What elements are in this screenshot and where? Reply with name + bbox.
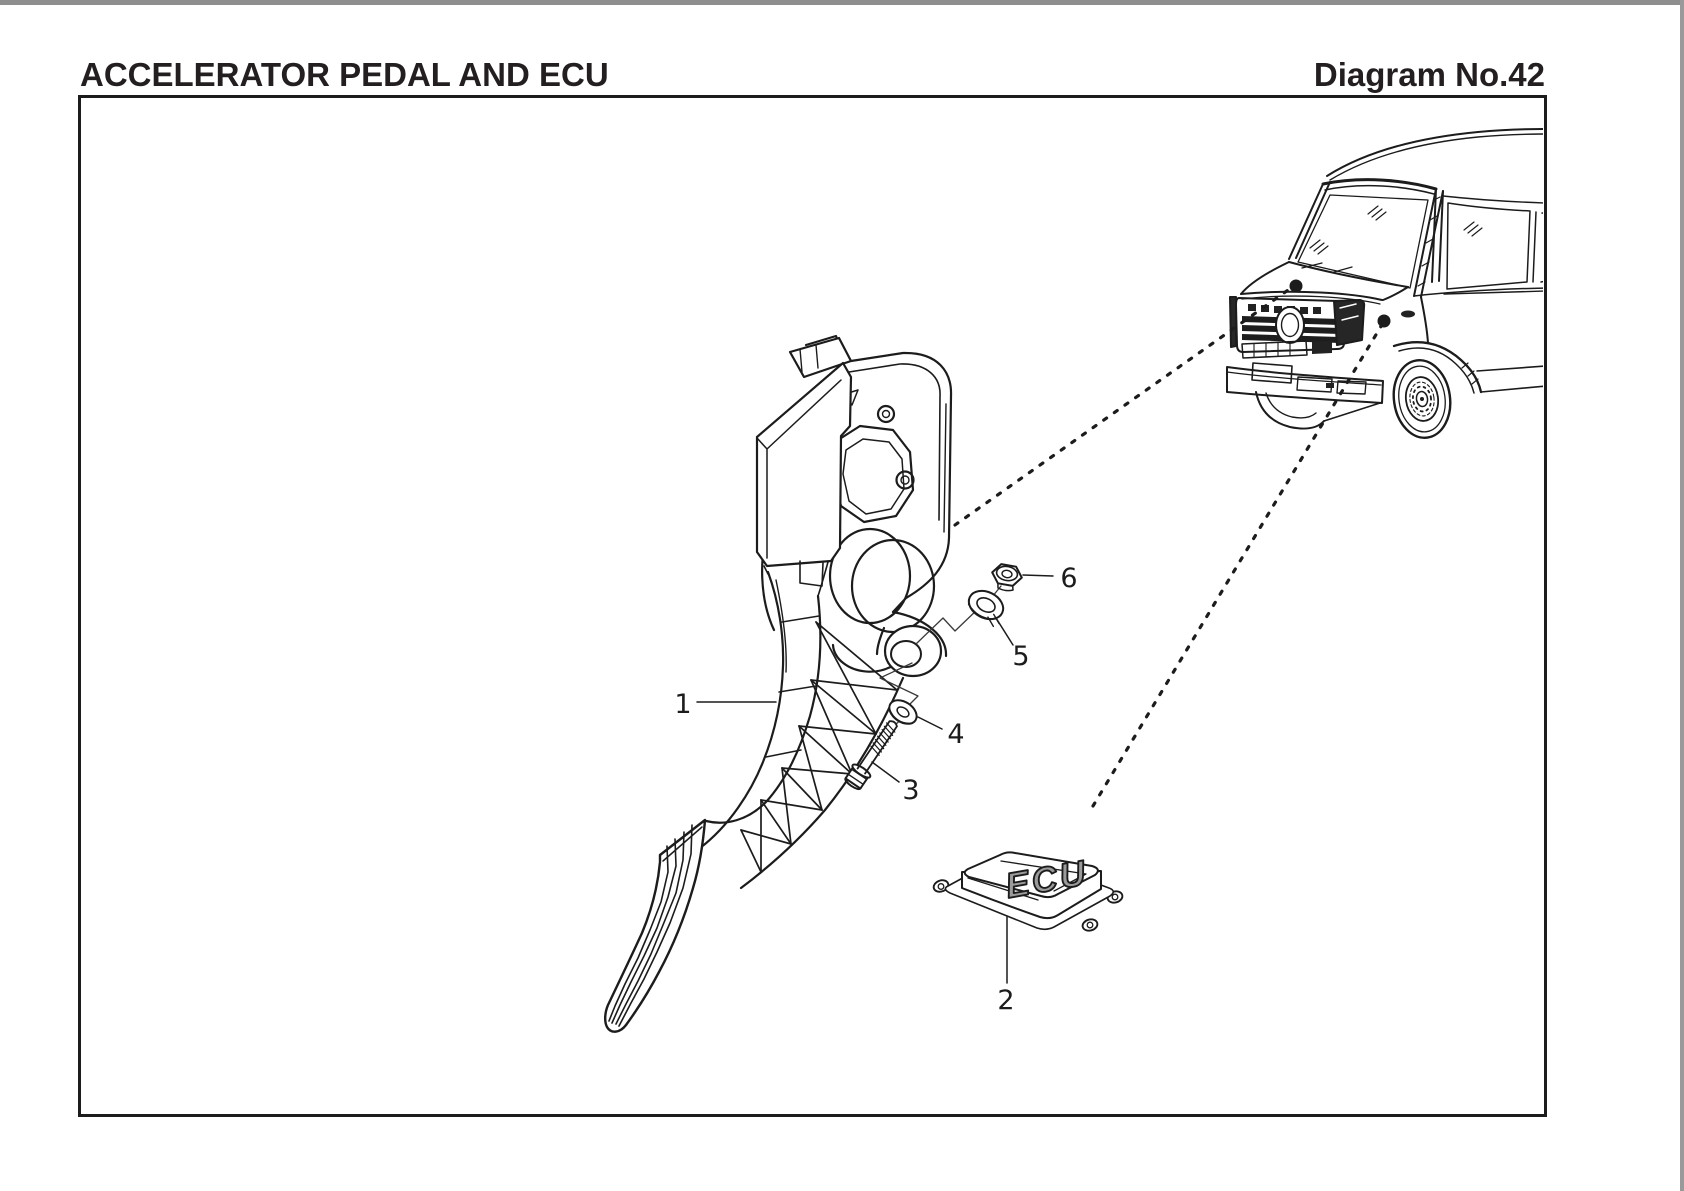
callout-2: 2	[997, 985, 1014, 1016]
callout-1: 1	[674, 689, 691, 720]
page-title: ACCELERATOR PEDAL AND ECU	[80, 56, 609, 93]
callout-4: 4	[947, 719, 964, 750]
pedal-pad-ribs	[608, 824, 693, 1027]
washer-drawing	[888, 699, 918, 725]
callout-6: 6	[1060, 563, 1077, 594]
diagram-number: Diagram No.42	[1313, 56, 1545, 93]
arm-truss	[740, 621, 898, 873]
pedal-locator-line	[953, 286, 1293, 527]
vehicle-drawing	[1226, 128, 1543, 440]
bolt-drawing	[844, 720, 898, 791]
pedal-location-dot	[1289, 279, 1303, 293]
top-edge-bar	[0, 0, 1684, 5]
fastener-drawings	[844, 563, 1023, 791]
callout-3: 3	[902, 775, 919, 806]
spring-washer-drawing	[967, 589, 1005, 628]
ecu-locator-line	[1091, 321, 1385, 808]
ecu-drawing: ECU	[932, 851, 1124, 932]
door-handle	[1401, 310, 1415, 318]
front-wheel	[1392, 358, 1452, 440]
callouts: 1 2 3 4 5 6	[674, 563, 1077, 1016]
right-edge-bar	[1680, 0, 1684, 1191]
callout-5: 5	[1012, 641, 1029, 672]
accelerator-pedal-drawing	[604, 334, 953, 1033]
nut-drawing	[991, 563, 1023, 592]
ecu-location-dot	[1377, 314, 1391, 328]
locator-lines	[953, 286, 1385, 808]
